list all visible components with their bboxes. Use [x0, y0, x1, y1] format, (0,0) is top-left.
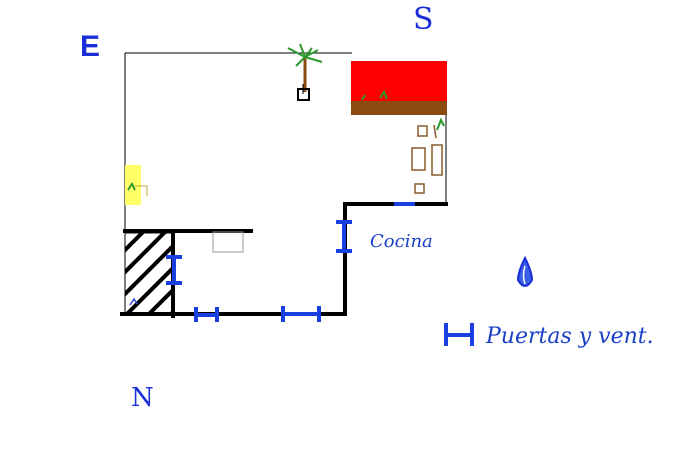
palm-icon: [287, 43, 323, 101]
legend-opening-symbol: [444, 323, 474, 346]
garden-red-area: [351, 61, 447, 104]
compass-south: S: [413, 2, 434, 37]
compass-east: E: [80, 30, 101, 63]
garden-plant: [361, 89, 388, 101]
openings: [166, 202, 474, 346]
bench: [431, 144, 443, 176]
opening-vertical-left: [166, 255, 182, 285]
stairs-hatch: [124, 232, 173, 314]
compass-north: N: [131, 383, 154, 413]
cabinet-box: [212, 231, 244, 253]
legend-label: Puertas y vent.: [486, 324, 654, 349]
opening-right-vertical: [336, 220, 352, 253]
opening-bottom-2: [281, 306, 321, 322]
kitchen-label: Cocina: [370, 231, 433, 252]
small-seat: [414, 183, 425, 194]
drop-icon: [516, 255, 534, 287]
table: [411, 147, 426, 171]
opening-bottom-1: [194, 307, 219, 322]
yellow-area: [125, 165, 148, 205]
thick-walls: [120, 202, 448, 318]
furniture-group: [411, 117, 445, 194]
garden-soil-strip: [351, 101, 447, 115]
plant-small: [436, 117, 445, 131]
chair: [417, 125, 428, 137]
garden-bed: [351, 61, 447, 115]
